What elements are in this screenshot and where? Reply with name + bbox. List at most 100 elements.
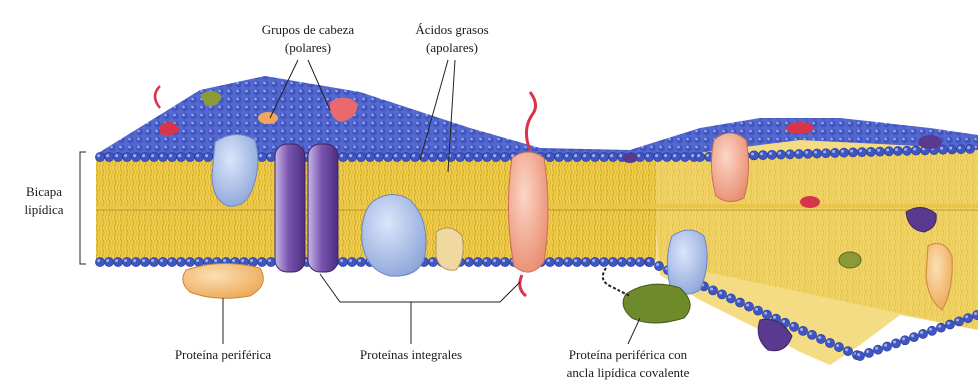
lipid-head	[140, 257, 149, 266]
lipid-head-highlight	[737, 300, 740, 303]
lipid-head	[347, 152, 356, 161]
lipid-head	[902, 146, 911, 155]
lipid-head	[726, 294, 735, 303]
lipid-head	[455, 152, 464, 161]
lipid-head	[821, 149, 830, 158]
lipid-head	[428, 152, 437, 161]
lipid-head-highlight	[268, 154, 271, 157]
lipid-head	[392, 152, 401, 161]
lipid-head-highlight	[787, 151, 790, 154]
lipid-head-highlight	[778, 152, 781, 155]
lipid-head-highlight	[647, 259, 650, 262]
lipid-head	[437, 152, 446, 161]
lipid-head	[653, 152, 662, 161]
head-groups-text-1: Grupos de cabeza	[262, 22, 355, 37]
lipid-head-highlight	[169, 154, 172, 157]
lipid-head-highlight	[805, 151, 808, 154]
lipid-head-highlight	[484, 259, 487, 262]
lipid-head-highlight	[259, 259, 262, 262]
lipid-head-highlight	[97, 154, 100, 157]
lipid-head-highlight	[151, 154, 154, 157]
lipid-head	[830, 148, 839, 157]
lipid-head	[113, 152, 122, 161]
lipid-head	[776, 150, 785, 159]
lipid-head	[857, 148, 866, 157]
lipid-head	[401, 152, 410, 161]
lipid-head-highlight	[646, 154, 649, 157]
lipid-head-highlight	[655, 154, 658, 157]
lipid-head	[717, 290, 726, 299]
lipid-head	[554, 257, 563, 266]
lipid-head-highlight	[457, 154, 460, 157]
lipid-head	[95, 152, 104, 161]
lipid-head	[149, 257, 158, 266]
anchored-protein-label-1: Proteína periférica con	[569, 347, 688, 362]
lipid-head	[848, 148, 857, 157]
lipid-head-highlight	[728, 296, 731, 299]
lipid-head	[500, 152, 509, 161]
lipid-head-highlight	[859, 149, 862, 152]
lipid-head-highlight	[223, 259, 226, 262]
lipid-head	[572, 152, 581, 161]
lipid-head	[185, 257, 194, 266]
fatty-acids-text-2: (apolares)	[426, 40, 478, 55]
lipid-head	[194, 152, 203, 161]
integral-proteins-leader	[320, 274, 520, 344]
lipid-head-highlight	[791, 324, 794, 327]
lipid-head-highlight	[836, 344, 839, 347]
integral-protein-tan-small	[436, 228, 463, 270]
lipid-head	[843, 347, 852, 356]
lipid-head	[149, 152, 158, 161]
lipid-head	[608, 152, 617, 161]
lipid-head-highlight	[358, 259, 361, 262]
lipid-head	[891, 339, 900, 348]
lipid-head-highlight	[466, 154, 469, 157]
lipid-head-highlight	[877, 149, 880, 152]
lipid-head-highlight	[133, 259, 136, 262]
lipid-head-highlight	[746, 304, 749, 307]
lipid-head-highlight	[958, 146, 961, 149]
lipid-head-highlight	[484, 154, 487, 157]
lipid-head-highlight	[920, 331, 923, 334]
lipid-head	[945, 320, 954, 329]
lipid-head-highlight	[115, 154, 118, 157]
lipid-head	[626, 257, 635, 266]
lipid-head-highlight	[205, 154, 208, 157]
lipid-head	[599, 152, 608, 161]
lipid-head-highlight	[196, 259, 199, 262]
lipid-head-highlight	[947, 322, 950, 325]
lipid-head	[176, 152, 185, 161]
lipid-head-highlight	[340, 259, 343, 262]
lipid-head-highlight	[259, 154, 262, 157]
lipid-head-highlight	[556, 154, 559, 157]
integral-protein-blue-lower	[667, 230, 707, 294]
lipid-head-highlight	[800, 328, 803, 331]
lipid-head	[855, 351, 864, 360]
lipid-head-highlight	[502, 154, 505, 157]
lipid-head-highlight	[142, 259, 145, 262]
lipid-head-highlight	[349, 154, 352, 157]
lipid-head	[464, 152, 473, 161]
lipid-head-highlight	[610, 259, 613, 262]
lipid-head	[599, 257, 608, 266]
lipid-head-highlight	[868, 149, 871, 152]
lipid-head-highlight	[133, 154, 136, 157]
lipid-head	[825, 338, 834, 347]
lipid-head	[356, 152, 365, 161]
lipid-head-highlight	[893, 341, 896, 344]
lipid-head	[572, 257, 581, 266]
lipid-head-highlight	[841, 150, 844, 153]
lipid-head-highlight	[823, 150, 826, 153]
lipid-head-highlight	[475, 259, 478, 262]
lipid-head	[158, 152, 167, 161]
lipid-head-highlight	[169, 259, 172, 262]
lipid-head-highlight	[547, 259, 550, 262]
lipid-head-highlight	[866, 350, 869, 353]
lipid-head-highlight	[691, 154, 694, 157]
lipid-head	[911, 146, 920, 155]
lipid-head-highlight	[601, 259, 604, 262]
lipid-head-highlight	[637, 259, 640, 262]
lipid-head	[104, 152, 113, 161]
lipid-head	[753, 306, 762, 315]
